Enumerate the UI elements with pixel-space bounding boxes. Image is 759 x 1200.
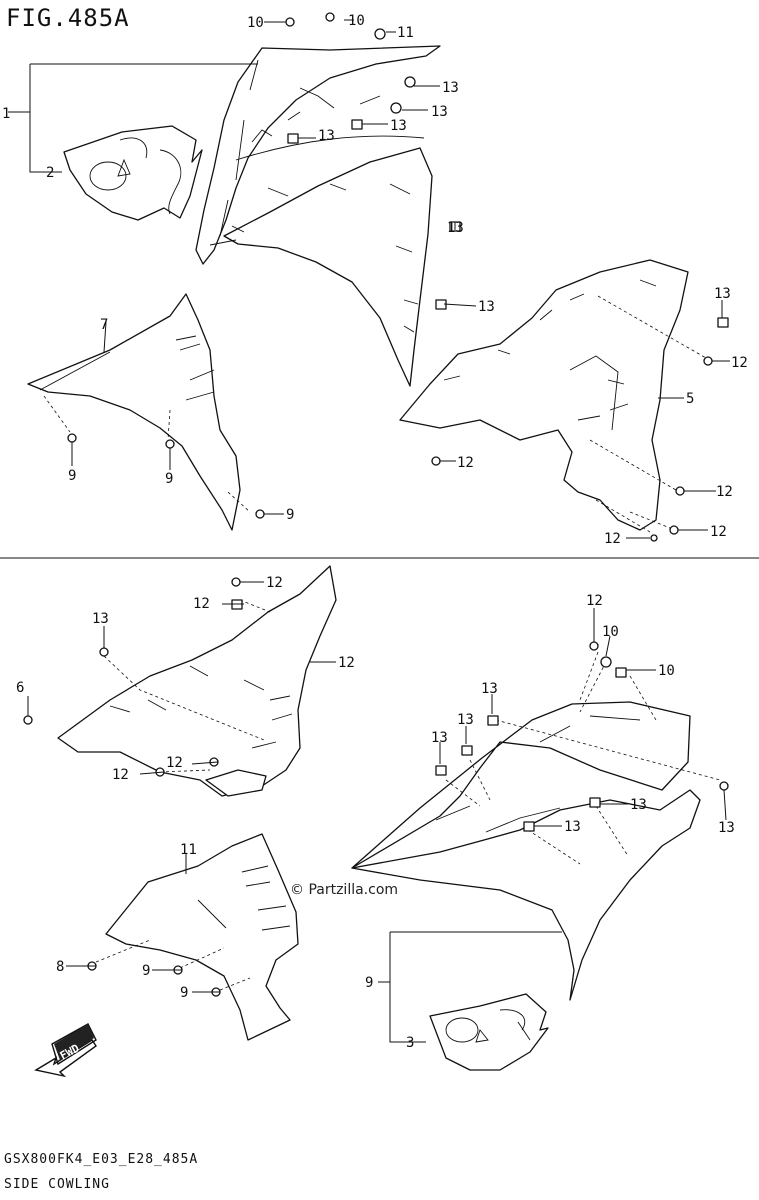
leader-lines-top (8, 19, 730, 539)
figure-name: SIDE COWLING (4, 1177, 110, 1192)
callout-12: 12 (266, 575, 283, 591)
callout-7: 7 (100, 317, 108, 333)
callout-13: 13 (478, 299, 495, 315)
callout-13: 13 (447, 220, 464, 236)
callout-9: 8 (56, 959, 64, 975)
callout-labels: 10 10 11 13 13 13 13 13 13 1 2 7 9 9 9 1… (2, 13, 748, 1051)
callout-13: 13 (318, 128, 335, 144)
callout-13: 12 (193, 596, 210, 612)
callout-9: 9 (68, 468, 76, 484)
callout-10: 10 (602, 624, 619, 640)
part-6-bracket (57, 565, 337, 797)
callout-6: 12 (338, 655, 355, 671)
part-8-inner-cover (95, 833, 299, 1041)
callout-12: 12 (731, 355, 748, 371)
part-1-side-cowling (195, 45, 441, 387)
part-5-inner-bracket (399, 259, 707, 533)
callout-13: 13 (630, 797, 647, 813)
callout-9: 9 (286, 507, 294, 523)
callout-10: 10 (348, 13, 365, 29)
callout-10: 10 (247, 15, 264, 31)
callout-12: 12 (710, 524, 727, 540)
callout-12: 13 (92, 611, 109, 627)
callout-13: 10 (658, 663, 675, 679)
callout-13: 13 (431, 104, 448, 120)
callout-10: 12 (586, 593, 603, 609)
fwd-arrow-icon: FWD (34, 1023, 97, 1078)
callout-1: 1 (2, 106, 10, 122)
callout-12: 6 (16, 680, 24, 696)
model-code: GSX800FK4_E03_E28_485A (4, 1152, 199, 1167)
callout-4: 3 (406, 1035, 414, 1051)
part-4-emblem (429, 993, 549, 1071)
callout-12: 12 (457, 455, 474, 471)
callout-13: 13 (431, 730, 448, 746)
callout-12: 12 (112, 767, 129, 783)
callout-13: 13 (457, 712, 474, 728)
watermark: © Partzilla.com (290, 882, 399, 898)
leader-lines-bottom (27, 581, 727, 1043)
part-3-side-cowling (351, 651, 721, 1001)
callout-9: 9 (165, 471, 173, 487)
callout-11: 11 (397, 25, 414, 41)
callout-11: 13 (718, 820, 735, 836)
part-7-inner-cover (27, 293, 251, 531)
callout-12: 12 (716, 484, 733, 500)
callout-5: 5 (686, 391, 694, 407)
callout-12: 12 (166, 755, 183, 771)
callout-9: 9 (142, 963, 150, 979)
part-2-emblem (63, 125, 203, 221)
callout-13: 13 (714, 286, 731, 302)
callout-13: 13 (564, 819, 581, 835)
callout-3: 9 (365, 975, 373, 991)
callout-2: 2 (46, 165, 54, 181)
callout-9: 9 (180, 985, 188, 1001)
callout-13: 13 (442, 80, 459, 96)
callout-12: 12 (604, 531, 621, 547)
callout-8: 11 (180, 842, 197, 858)
callout-13: 13 (390, 118, 407, 134)
callout-13: 13 (481, 681, 498, 697)
figure-title: FIG.485A (6, 4, 130, 32)
